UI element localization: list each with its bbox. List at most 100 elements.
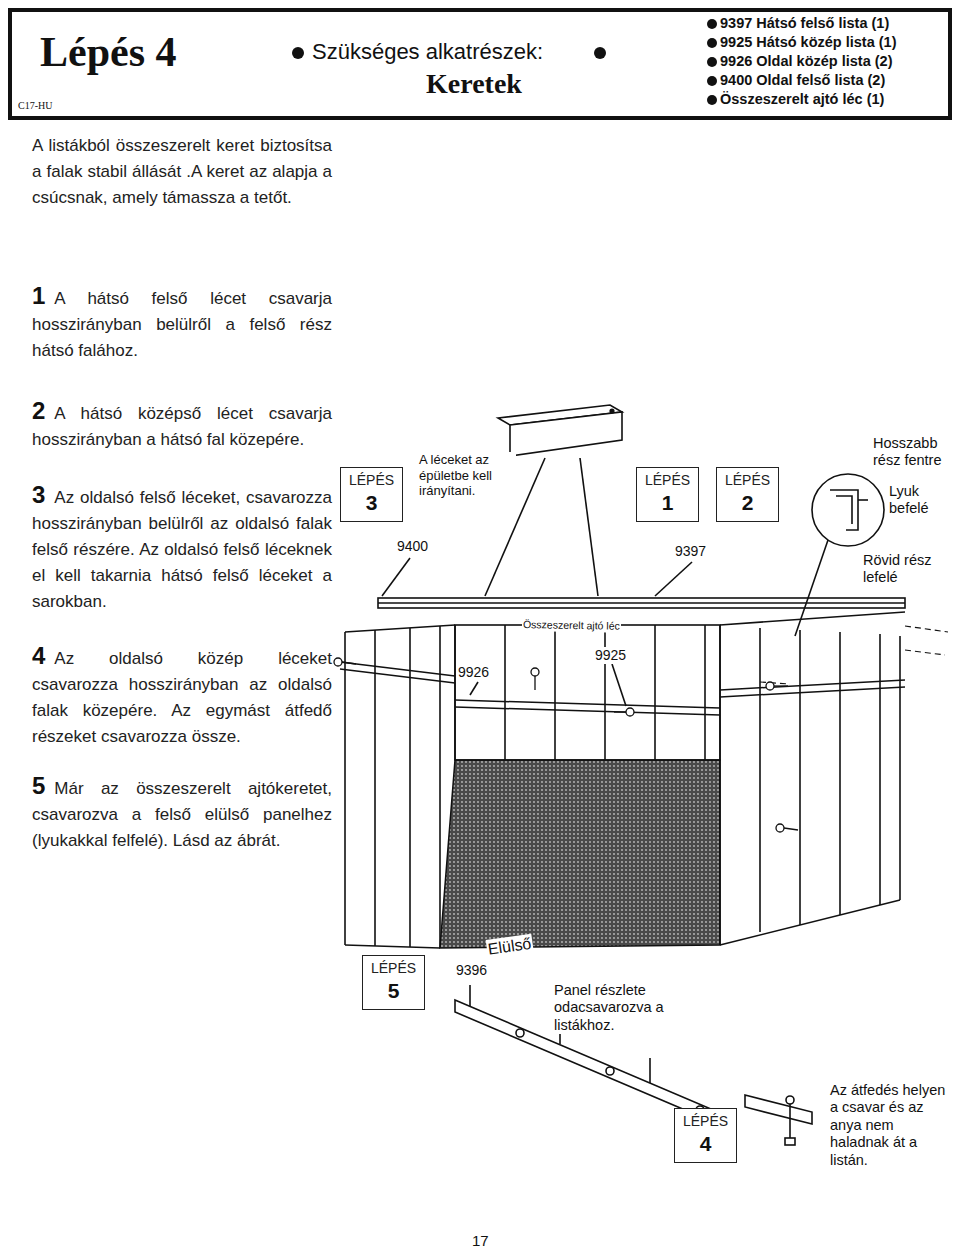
step-number: 4 xyxy=(683,1130,728,1158)
middle-rails-part xyxy=(340,662,455,676)
screws-part xyxy=(766,682,774,690)
step1-rail-detail-part xyxy=(510,412,622,456)
step1-rail-detail xyxy=(498,405,622,456)
instruction-paragraph: 1A hátsó felső lécet csavarja hosszirány… xyxy=(32,283,332,364)
step2-profile-detail xyxy=(812,474,884,546)
detail-note: Az átfedés helyen a csavar és az anya ne… xyxy=(829,1082,956,1169)
header-bullets-part xyxy=(707,57,717,67)
leader-lines-part xyxy=(470,682,478,695)
part-number: 9926 xyxy=(457,664,490,681)
step5-panel-detail-part xyxy=(649,1058,651,1083)
dashed-hints-part xyxy=(905,650,945,655)
frame-walls-part xyxy=(374,630,376,946)
part-list-item: Összeszerelt ajtó léc (1) xyxy=(720,91,884,107)
instruction-text: A hátsó középső lécet csavarja hosszirán… xyxy=(32,404,332,449)
frame-walls-part xyxy=(879,634,881,905)
step-box: LÉPÉS1 xyxy=(636,467,699,522)
frame-walls-part xyxy=(759,628,761,932)
frame-walls-part xyxy=(720,900,900,945)
step-word: LÉPÉS xyxy=(683,1112,728,1130)
step-number: 3 xyxy=(32,481,45,508)
note: A léceket az épületbe kell irányítani. xyxy=(418,452,516,499)
instruction-text: Az oldalsó közép léceket csavarozza hoss… xyxy=(32,649,332,746)
frame-walls xyxy=(345,612,905,948)
step-number: 1 xyxy=(645,489,690,517)
frame-walls-part xyxy=(504,625,506,760)
instruction-paragraph: 2A hátsó középső lécet csavarja hosszirá… xyxy=(32,398,332,453)
note: Rövid rész lefelé xyxy=(862,552,946,587)
section-name: Keretek xyxy=(426,68,522,100)
part-list-item: 9397 Hátsó felső lista (1) xyxy=(720,15,889,31)
step-box: LÉPÉS2 xyxy=(716,467,779,522)
leader-lines-part xyxy=(612,664,626,706)
frame-walls-part xyxy=(455,625,720,760)
floor xyxy=(440,760,720,948)
step2-profile-detail-part xyxy=(836,496,852,524)
step-box: LÉPÉS4 xyxy=(674,1108,737,1163)
part-list-item: 9926 Oldal közép lista (2) xyxy=(720,53,892,69)
page-number: 17 xyxy=(471,1232,490,1250)
step-number: 2 xyxy=(32,397,45,424)
screws xyxy=(334,658,798,832)
header-bullets xyxy=(292,19,717,105)
required-parts-heading: Szükséges alkatrészek: xyxy=(312,39,543,65)
middle-rails-part xyxy=(720,687,905,697)
step-word: LÉPÉS xyxy=(349,471,394,489)
header-bullets-part xyxy=(707,19,717,29)
dashed-hints-part xyxy=(760,682,790,684)
middle-rails-part xyxy=(455,707,720,715)
step-word: LÉPÉS xyxy=(645,471,690,489)
step-number: 4 xyxy=(32,642,45,669)
step4-overlap-detail-part xyxy=(786,1096,794,1104)
dashed-hints xyxy=(760,626,948,684)
step2-profile-detail-part xyxy=(858,499,868,501)
step4-overlap-detail-part xyxy=(785,1138,795,1145)
leader-lines-part xyxy=(655,562,692,596)
instruction-text: A listákból összeszerelt keret biztosíts… xyxy=(32,136,332,207)
instruction-text: Már az összeszerelt ajtókeretet, csavaro… xyxy=(32,779,332,850)
step-number: 3 xyxy=(349,489,394,517)
note: Hosszabb rész fentre xyxy=(872,435,956,470)
dashed-hints-part xyxy=(905,626,948,632)
instruction-text: Az oldalsó felső léceket, csavarozza hos… xyxy=(32,488,332,611)
screws-part xyxy=(534,676,535,690)
step1-rail-detail-part xyxy=(610,409,614,413)
step2-profile-detail-part xyxy=(812,474,884,546)
floor-part xyxy=(440,760,720,948)
step-word: LÉPÉS xyxy=(725,471,770,489)
header-bullets-part xyxy=(707,76,717,86)
instruction-paragraph: 5Már az összeszerelt ajtókeretet, csavar… xyxy=(32,773,332,854)
frame-walls-part xyxy=(899,636,901,900)
step4-overlap-detail-part xyxy=(789,1104,791,1140)
frame-walls-part xyxy=(799,630,801,925)
step-box: LÉPÉS3 xyxy=(340,467,403,522)
step-number: 5 xyxy=(371,977,416,1005)
step2-profile-detail-part xyxy=(830,490,858,530)
part-list-item: 9400 Oldal felső lista (2) xyxy=(720,72,885,88)
screws-part xyxy=(614,711,626,712)
instruction-paragraph: 4Az oldalsó közép léceket csavarozza hos… xyxy=(32,643,332,750)
leader-lines-part xyxy=(795,540,828,636)
part-list-item: 9925 Hátsó közép lista (1) xyxy=(720,34,897,50)
middle-rails-part xyxy=(340,669,455,683)
header-bullets-part xyxy=(707,38,717,48)
header-box: C17-HU Szükséges alkatrészek: Keretek 9397 … xyxy=(8,8,952,120)
frame-walls-part xyxy=(345,945,440,948)
step-word: LÉPÉS xyxy=(371,959,416,977)
screws-part xyxy=(334,658,342,666)
screws-part xyxy=(531,668,539,676)
part-number: 9925 xyxy=(594,647,627,664)
step4-overlap-detail-part xyxy=(745,1095,812,1124)
leader-lines-part xyxy=(382,558,410,596)
middle-rails-part xyxy=(455,700,720,708)
part-number: 9397 xyxy=(674,543,707,560)
top-rails-part xyxy=(378,598,905,608)
instruction-paragraph: A listákból összeszerelt keret biztosíts… xyxy=(32,133,332,211)
step-number: 2 xyxy=(725,489,770,517)
instruction-paragraph: 3Az oldalsó felső léceket, csavarozza ho… xyxy=(32,482,332,615)
frame-walls-part xyxy=(839,632,841,915)
doc-code: C17-HU xyxy=(18,100,52,111)
step5-panel-detail-part xyxy=(469,985,471,1006)
screws-part xyxy=(784,828,798,830)
